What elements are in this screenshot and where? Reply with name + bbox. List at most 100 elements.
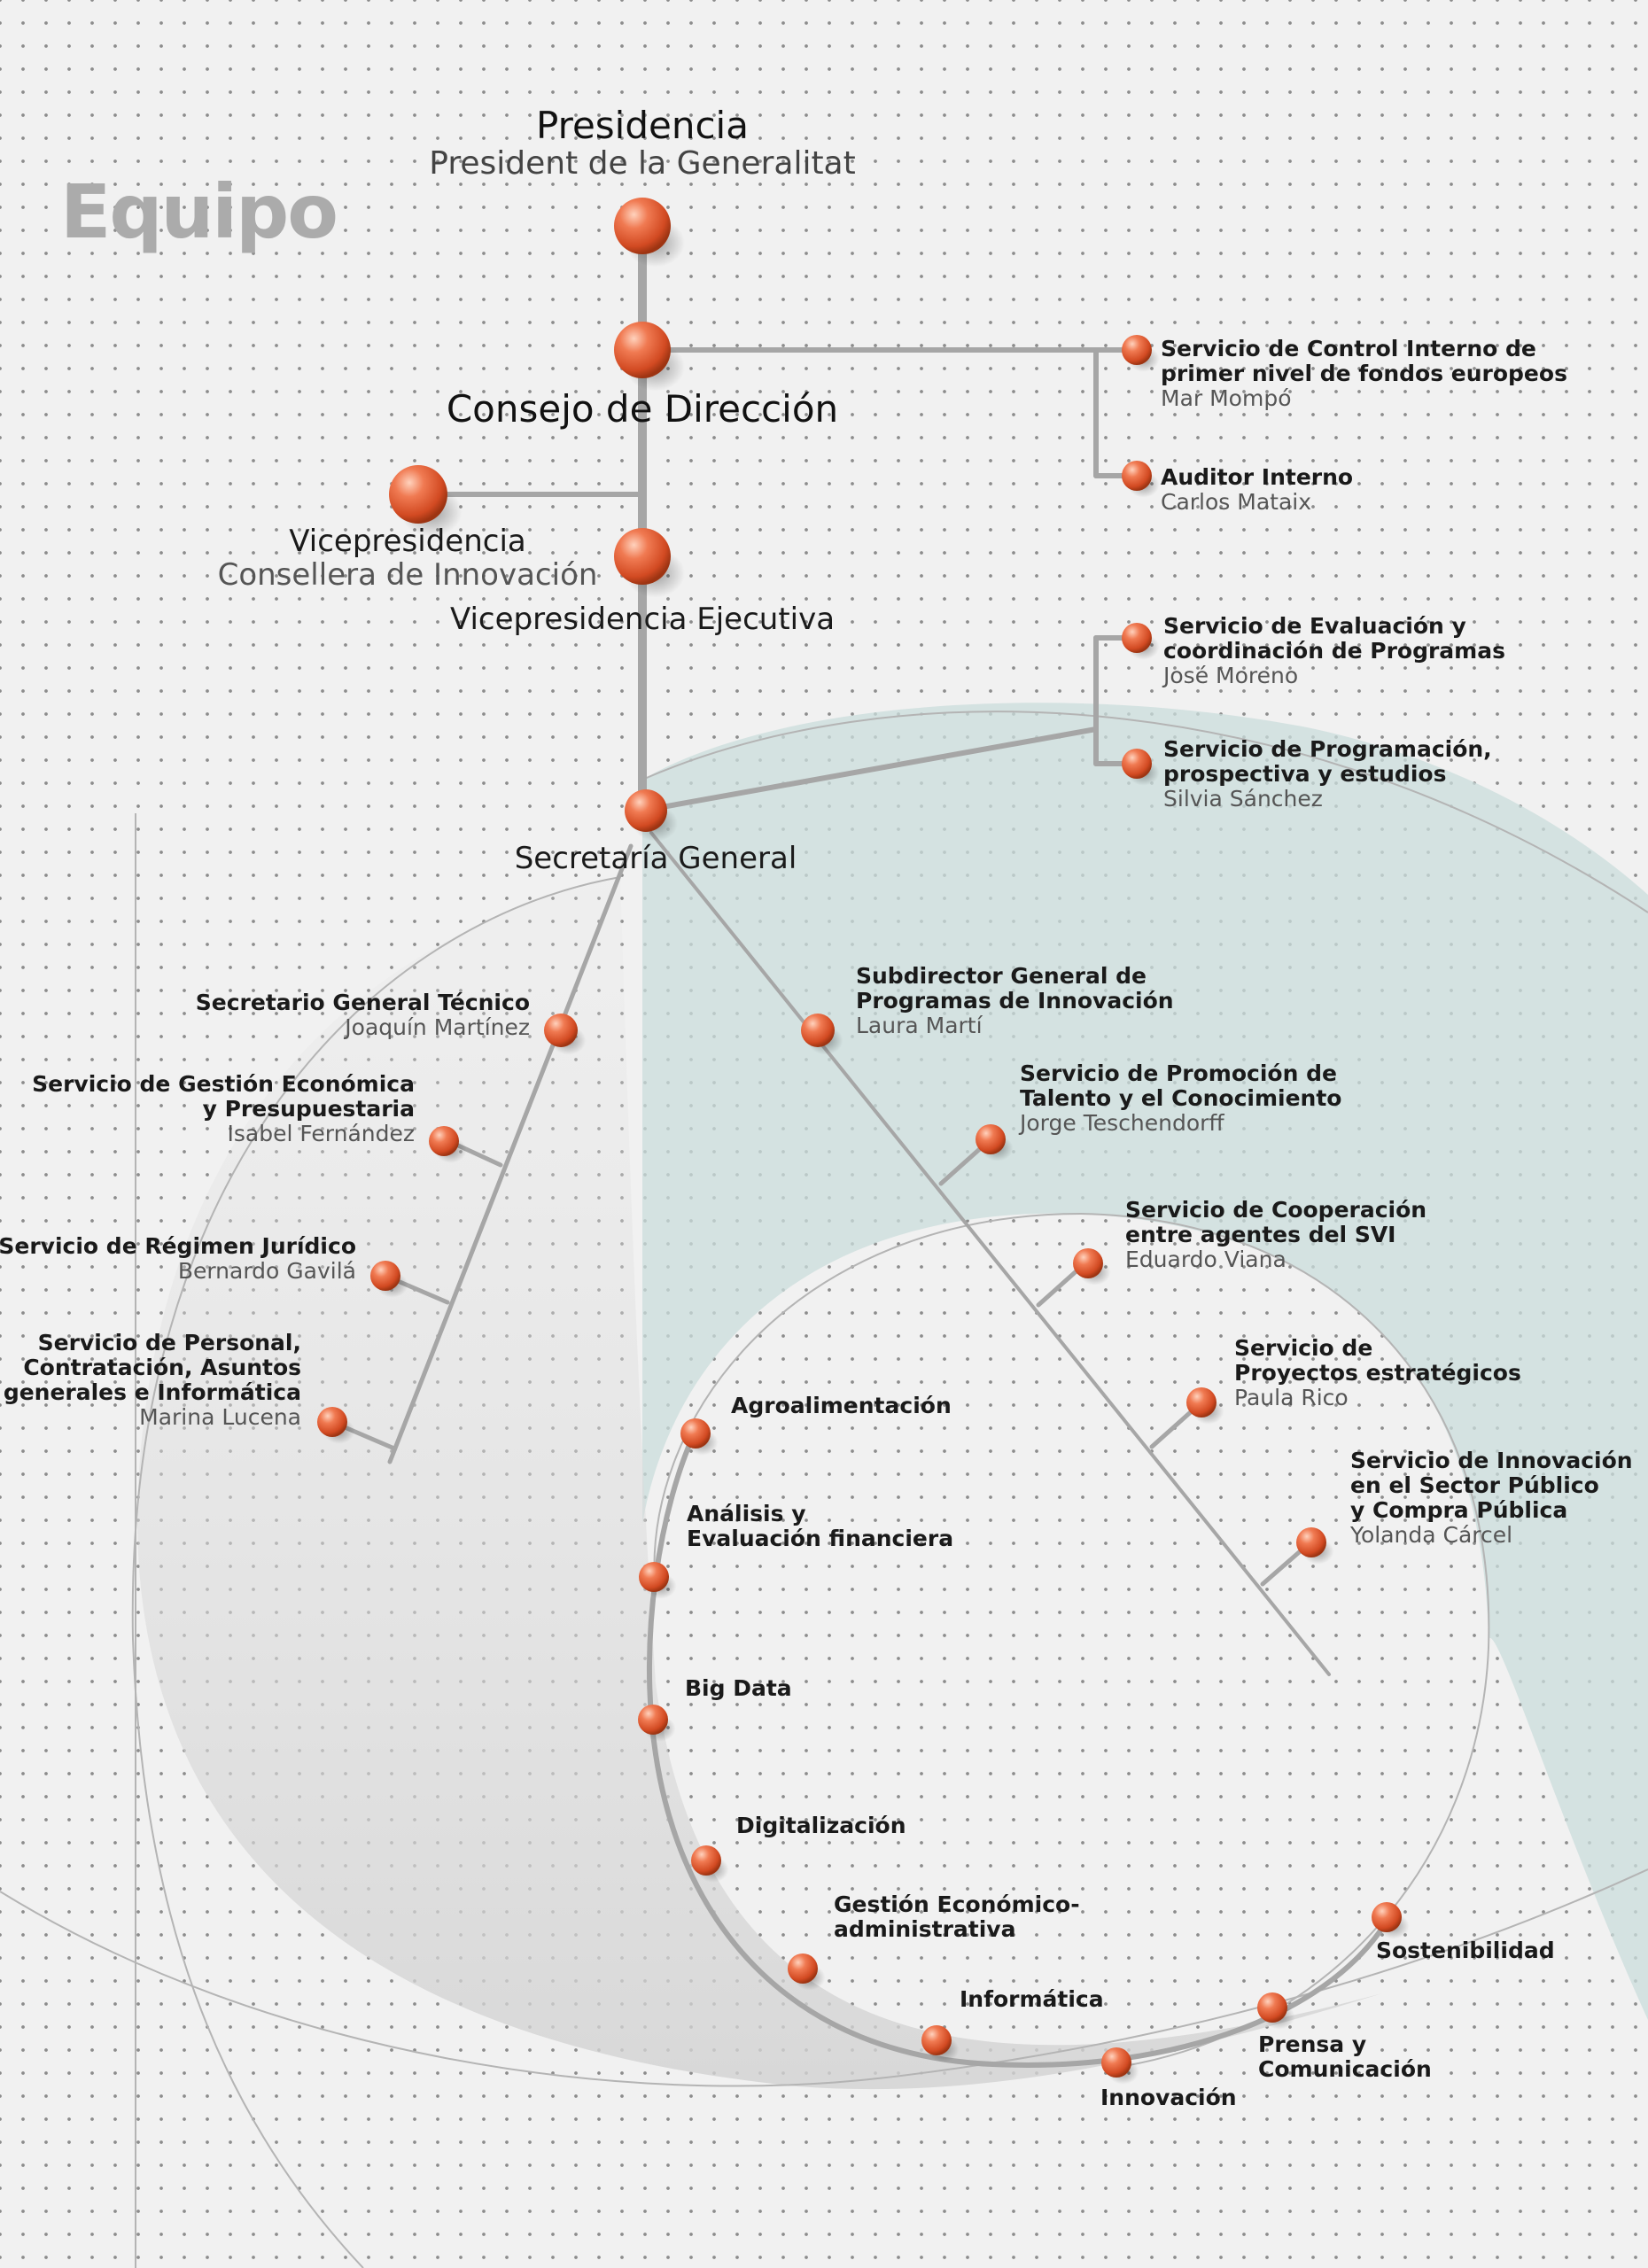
- evaluacion-label: Servicio de Evaluación y coordinación de…: [1163, 614, 1505, 688]
- talento-label: Servicio de Promoción de Talento y el Co…: [1020, 1061, 1341, 1136]
- digitalizacion-title: Digitalización: [736, 1813, 906, 1838]
- gestion-economica-title-1: Servicio de Gestión Económica: [32, 1071, 415, 1097]
- evaluacion-node: [1122, 623, 1152, 653]
- page-title: Equipo: [60, 168, 338, 255]
- sostenibilidad-title: Sostenibilidad: [1376, 1938, 1555, 1963]
- digitalizacion-node: [691, 1845, 721, 1876]
- gestion-economica-label: Servicio de Gestión Económica y Presupue…: [32, 1072, 415, 1146]
- gestion-economico-label: Gestión Económico- administrativa: [834, 1892, 1080, 1942]
- regimen-juridico-label: Servicio de Régimen Jurídico Bernardo Ga…: [0, 1234, 356, 1284]
- analisis-title-1: Análisis y: [687, 1501, 806, 1526]
- gestion-economico-title-1: Gestión Económico-: [834, 1891, 1080, 1917]
- evaluacion-title-2: coordinación de Programas: [1163, 638, 1505, 664]
- gray-area: [136, 877, 1382, 2090]
- informatica-title: Informática: [960, 1986, 1104, 2012]
- gestion-economica-node: [429, 1126, 459, 1156]
- presidencia-label: Presidencia President de la Generalitat: [425, 105, 859, 182]
- programacion-node: [1122, 749, 1152, 779]
- proyectos-person: Paula Rico: [1234, 1385, 1349, 1410]
- informatica-label: Informática: [960, 1987, 1104, 2012]
- proyectos-title-1: Servicio de: [1234, 1335, 1373, 1361]
- innovacion-label: Innovación: [1100, 2085, 1237, 2110]
- sec-tecnico-person: Joaquín Martínez: [345, 1014, 530, 1040]
- personal-title-1: Servicio de Personal,: [37, 1330, 301, 1355]
- node-group: [317, 198, 1410, 2085]
- innovacion-publica-title-1: Servicio de Innovación: [1350, 1448, 1633, 1473]
- agroalimentacion-label: Agroalimentación: [731, 1394, 952, 1418]
- secretaria-general-node: [625, 789, 667, 832]
- big-data-label: Big Data: [685, 1676, 792, 1701]
- innovacion-title: Innovación: [1100, 2085, 1237, 2110]
- talento-node: [976, 1124, 1006, 1154]
- gestion-economico-title-2: administrativa: [834, 1916, 1016, 1942]
- big-data-title: Big Data: [685, 1675, 792, 1701]
- personal-title-2: Contratación, Asuntos: [23, 1355, 301, 1380]
- programacion-title-1: Servicio de Programación,: [1163, 736, 1492, 762]
- evaluacion-title-1: Servicio de Evaluación y: [1163, 613, 1466, 639]
- agroalimentacion-node: [680, 1418, 711, 1449]
- analisis-label: Análisis y Evaluación financiera: [687, 1502, 953, 1551]
- personal-title-3: generales e Informática: [3, 1379, 301, 1405]
- cooperacion-label: Servicio de Cooperación entre agentes de…: [1125, 1198, 1426, 1272]
- personal-person: Marina Lucena: [139, 1404, 301, 1430]
- consejo-node: [614, 322, 671, 378]
- vicepresidencia-ejecutiva-label: Vicepresidencia Ejecutiva: [447, 602, 837, 636]
- control-interno-person: Mar Mompó: [1161, 385, 1292, 411]
- evaluacion-person: José Moreno: [1163, 663, 1299, 688]
- control-interno-node: [1122, 335, 1152, 365]
- programacion-person: Silvia Sánchez: [1163, 786, 1323, 812]
- auditor-label: Auditor Interno Carlos Mataix: [1161, 465, 1353, 515]
- proyectos-node: [1186, 1387, 1217, 1418]
- innovacion-publica-node: [1296, 1527, 1326, 1557]
- talento-title-1: Servicio de Promoción de: [1020, 1060, 1337, 1086]
- gestion-economica-person: Isabel Fernández: [227, 1121, 415, 1146]
- programacion-label: Servicio de Programación, prospectiva y …: [1163, 737, 1492, 812]
- auditor-person: Carlos Mataix: [1161, 489, 1312, 515]
- cooperacion-title-2: entre agentes del SVI: [1125, 1222, 1396, 1247]
- prensa-node: [1257, 1992, 1287, 2023]
- sec-tecnico-node: [544, 1014, 578, 1047]
- analisis-title-2: Evaluación financiera: [687, 1526, 954, 1551]
- analisis-node: [639, 1562, 669, 1592]
- vicepresidencia-subtitle: Consellera de Innovación: [217, 557, 598, 594]
- vicepresidencia-label: Vicepresidencia Consellera de Innovación: [217, 524, 598, 592]
- talento-person: Jorge Teschendorff: [1020, 1110, 1224, 1136]
- personal-label: Servicio de Personal, Contratación, Asun…: [4, 1331, 301, 1430]
- cooperacion-title-1: Servicio de Cooperación: [1125, 1197, 1427, 1223]
- sec-tecnico-label: Secretario General Técnico Joaquín Martí…: [196, 990, 530, 1040]
- prensa-title-1: Prensa y: [1258, 2031, 1367, 2057]
- programacion-title-2: prospectiva y estudios: [1163, 761, 1447, 787]
- regimen-juridico-title: Servicio de Régimen Jurídico: [0, 1233, 356, 1259]
- regimen-juridico-node: [370, 1261, 400, 1291]
- cooperacion-node: [1073, 1248, 1103, 1278]
- proyectos-title-2: Proyectos estratégicos: [1234, 1360, 1521, 1386]
- prensa-title-2: Comunicación: [1258, 2056, 1432, 2082]
- subdirector-person: Laura Martí: [856, 1013, 983, 1038]
- vicepresidencia-ejecutiva-node: [614, 528, 671, 585]
- innovacion-publica-title-3: y Compra Pública: [1350, 1497, 1568, 1523]
- innovacion-publica-person: Yolanda Cárcel: [1350, 1522, 1513, 1548]
- talento-title-2: Talento y el Conocimiento: [1020, 1085, 1342, 1111]
- vicepresidencia-ejecutiva-title: Vicepresidencia Ejecutiva: [449, 602, 836, 637]
- cooperacion-person: Eduardo Viana: [1125, 1247, 1287, 1272]
- regimen-juridico-person: Bernardo Gavilá: [177, 1258, 356, 1284]
- gestion-economica-title-2: y Presupuestaria: [202, 1096, 415, 1122]
- consejo-title: Consejo de Dirección: [446, 387, 839, 431]
- auditor-node: [1122, 461, 1152, 491]
- control-interno-title-2: primer nivel de fondos europeos: [1161, 361, 1567, 386]
- control-interno-title-1: Servicio de Control Interno de: [1161, 336, 1536, 361]
- connector-lines: [330, 221, 1394, 2068]
- auditor-title: Auditor Interno: [1161, 464, 1354, 490]
- presidencia-subtitle: President de la Generalitat: [429, 145, 856, 183]
- personal-node: [317, 1407, 347, 1437]
- subdirector-node: [801, 1014, 835, 1047]
- teal-area: [642, 703, 1648, 2020]
- gestion-economico-node: [788, 1953, 818, 1984]
- vicepresidencia-title: Vicepresidencia: [289, 524, 526, 559]
- informatica-node: [921, 2025, 952, 2055]
- subdirector-title-1: Subdirector General de: [856, 963, 1147, 989]
- agroalimentacion-title: Agroalimentación: [731, 1393, 952, 1418]
- sec-tecnico-title: Secretario General Técnico: [195, 990, 530, 1015]
- vicepresidencia-node: [389, 465, 447, 524]
